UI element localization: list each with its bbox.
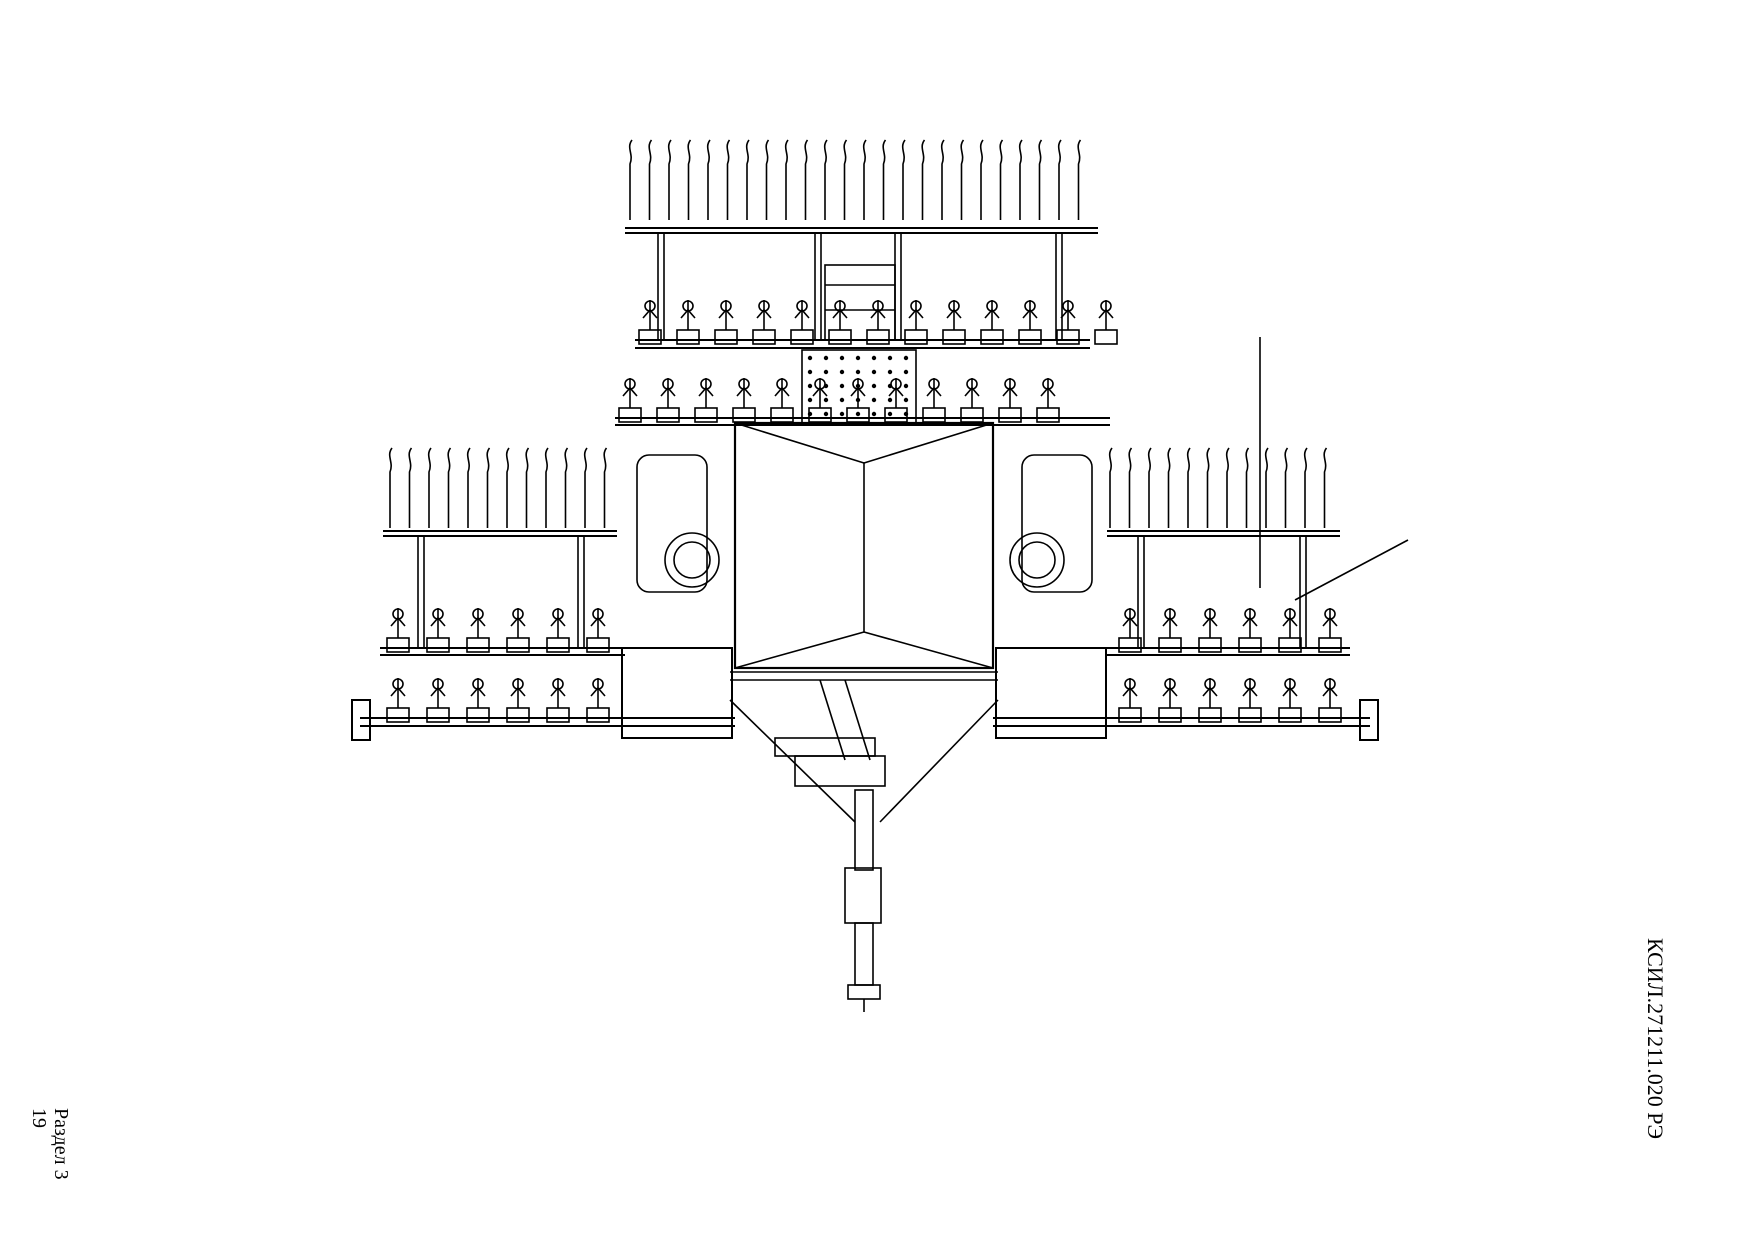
section-label: Раздел 3 [50, 1108, 72, 1180]
frame-posts [417, 233, 1307, 648]
page-number: 19 [28, 1108, 50, 1128]
wheel-left [636, 454, 720, 593]
perforated-panel [801, 349, 917, 424]
frame-beams [351, 227, 1379, 741]
wheel-right [1009, 454, 1093, 593]
seeding-units-row-4 [386, 678, 1342, 723]
document-code: КСИЛ.271211.020 РЭ [1643, 938, 1668, 1140]
section-footer: Раздел 3 19 [28, 1108, 72, 1180]
harrow-tines [388, 139, 1328, 528]
seeding-units-row-3 [386, 608, 1342, 653]
seeding-units-row-2 [618, 378, 1060, 423]
leader-lines [1259, 337, 1409, 601]
seeding-units-row-1 [638, 300, 1118, 345]
central-hopper [730, 421, 998, 681]
drawbar [729, 679, 999, 1012]
